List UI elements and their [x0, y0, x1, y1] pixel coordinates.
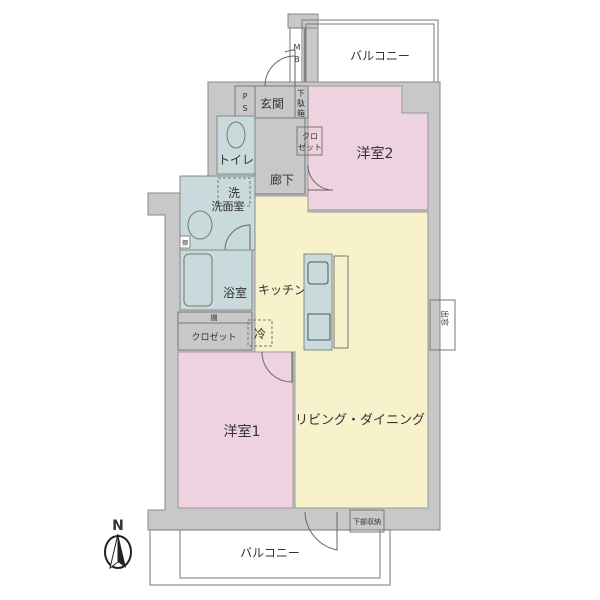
bay-window [429, 299, 456, 351]
compass-label: N [112, 518, 124, 534]
balcony-north-label: バルコニー [350, 49, 410, 63]
svg-text:箱: 箱 [297, 108, 305, 118]
mb-label-b: B [294, 55, 300, 64]
kitchen-label: キッチン [258, 283, 306, 297]
western-room-2-label: 洋室2 [357, 145, 394, 162]
toilet-label: トイレ [218, 153, 254, 167]
hallway-label: 廊下 [270, 172, 294, 187]
svg-text:棚: 棚 [211, 313, 218, 322]
room2-door[interactable] [307, 164, 334, 191]
western-room-1 [177, 351, 294, 509]
western-room-1-label: 洋室1 [224, 423, 261, 440]
svg-text:洗: 洗 [228, 186, 240, 200]
svg-text:S: S [242, 104, 247, 113]
wall-mb-top [287, 13, 319, 29]
entrance-door[interactable] [284, 49, 296, 86]
under-storage [349, 509, 385, 533]
washroom-door[interactable] [224, 224, 251, 251]
wall-mb [304, 27, 319, 89]
balcony-south-label: バルコニー [240, 546, 300, 560]
bathtub-icon [183, 253, 213, 307]
svg-text:出窓: 出窓 [440, 310, 450, 326]
closet [177, 322, 253, 351]
closet-label: クロゼット [191, 331, 236, 343]
north-arrow-icon: N [104, 518, 132, 570]
stove-icon [307, 313, 331, 341]
small-closet [296, 126, 323, 156]
room1-door[interactable] [261, 351, 293, 383]
washroom-label: 洗面室 [212, 199, 245, 213]
washer-space [217, 177, 251, 207]
western-room-2 [307, 85, 429, 211]
svg-text:下部収納: 下部収納 [353, 517, 381, 526]
svg-text:クロ: クロ [302, 132, 318, 141]
mb-label-m: M [294, 43, 301, 52]
svg-text:ゼット: ゼット [298, 142, 322, 152]
svg-text:駄: 駄 [297, 98, 305, 108]
svg-text:冷: 冷 [254, 327, 266, 341]
washroom [179, 175, 256, 251]
living-dining-label: リビング・ダイニング [295, 413, 425, 428]
svg-text:棚: 棚 [182, 239, 188, 247]
fridge-space [247, 319, 273, 347]
kitchen-sink-icon [307, 261, 329, 285]
sink-icon [187, 210, 213, 240]
bathroom-label: 浴室 [223, 285, 247, 300]
svg-text:下: 下 [297, 89, 305, 98]
balcony-door[interactable] [304, 511, 338, 551]
entrance-label: 玄関 [260, 96, 284, 111]
toilet-bowl-icon [226, 121, 246, 149]
svg-text:P: P [243, 92, 248, 101]
